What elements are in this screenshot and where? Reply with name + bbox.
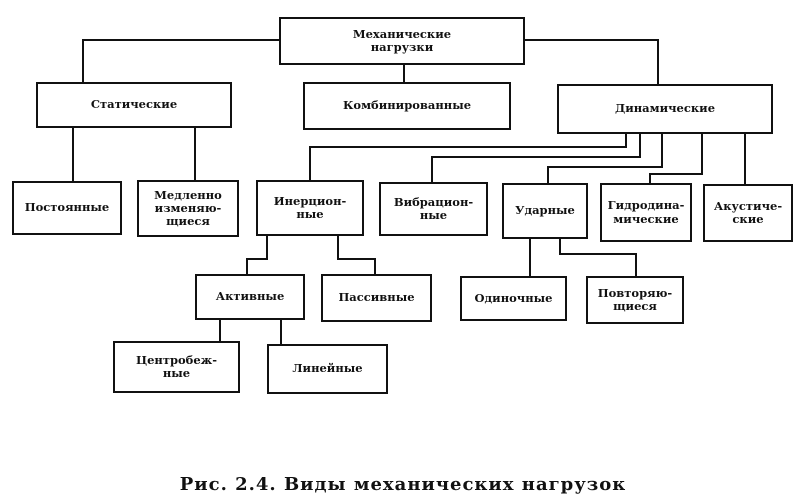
connector-dynamic-impact: [547, 134, 663, 183]
node-acoustic: Акустиче- ские: [703, 184, 793, 242]
connector-dynamic-vibration: [431, 134, 641, 182]
node-linear: Линейные: [267, 344, 388, 394]
connector-inertial-passive: [337, 236, 376, 274]
node-inertial: Инерцион- ные: [256, 180, 364, 236]
node-single: Одиночные: [460, 276, 567, 321]
figure-caption: Рис. 2.4. Виды механических нагрузок: [179, 474, 627, 495]
connector-inertial-active: [246, 236, 268, 274]
node-static: Статические: [36, 82, 232, 128]
node-impact: Ударные: [502, 183, 588, 239]
connector-root-static: [82, 39, 279, 82]
connector-dynamic-inertial: [309, 134, 627, 180]
node-constant: Постоянные: [12, 181, 122, 235]
node-combined: Комбинированные: [303, 82, 511, 130]
node-dynamic: Динамические: [557, 84, 773, 134]
node-active: Активные: [195, 274, 305, 320]
connector-root-dynamic: [525, 39, 659, 84]
node-vibration: Вибрацион- ные: [379, 182, 488, 236]
node-repeated: Повторяю- щиеся: [586, 276, 684, 324]
connector-impact-repeated: [559, 239, 637, 276]
node-centrifugal: Центробеж- ные: [113, 341, 240, 393]
node-slowly-changing: Медленно изменяю- щиеся: [137, 180, 239, 237]
node-hydrodynamic: Гидродина- мические: [600, 183, 692, 242]
node-root: Механические нагрузки: [279, 17, 525, 65]
connector-dynamic-hydro: [649, 134, 703, 183]
node-passive: Пассивные: [321, 274, 432, 322]
